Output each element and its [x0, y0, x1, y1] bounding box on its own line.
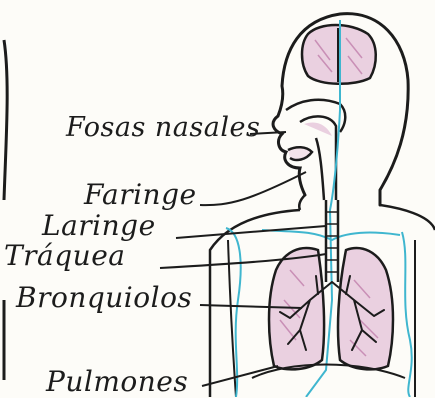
label-faringe: Faringe — [84, 178, 197, 211]
neck-front — [299, 195, 305, 210]
label-traquea: Tráquea — [4, 239, 125, 272]
mouth-outline — [288, 147, 312, 160]
label-bronquiolos: Bronquiolos — [16, 281, 192, 314]
pharynx-fill — [304, 123, 332, 137]
label-pulmones: Pulmones — [46, 365, 188, 398]
page-edge-stroke — [4, 40, 7, 200]
leader-faringe — [200, 172, 306, 205]
label-laringe: Laringe — [42, 209, 156, 242]
leader-pulmones — [202, 366, 278, 386]
label-fosas-nasales: Fosas nasales — [66, 112, 260, 143]
